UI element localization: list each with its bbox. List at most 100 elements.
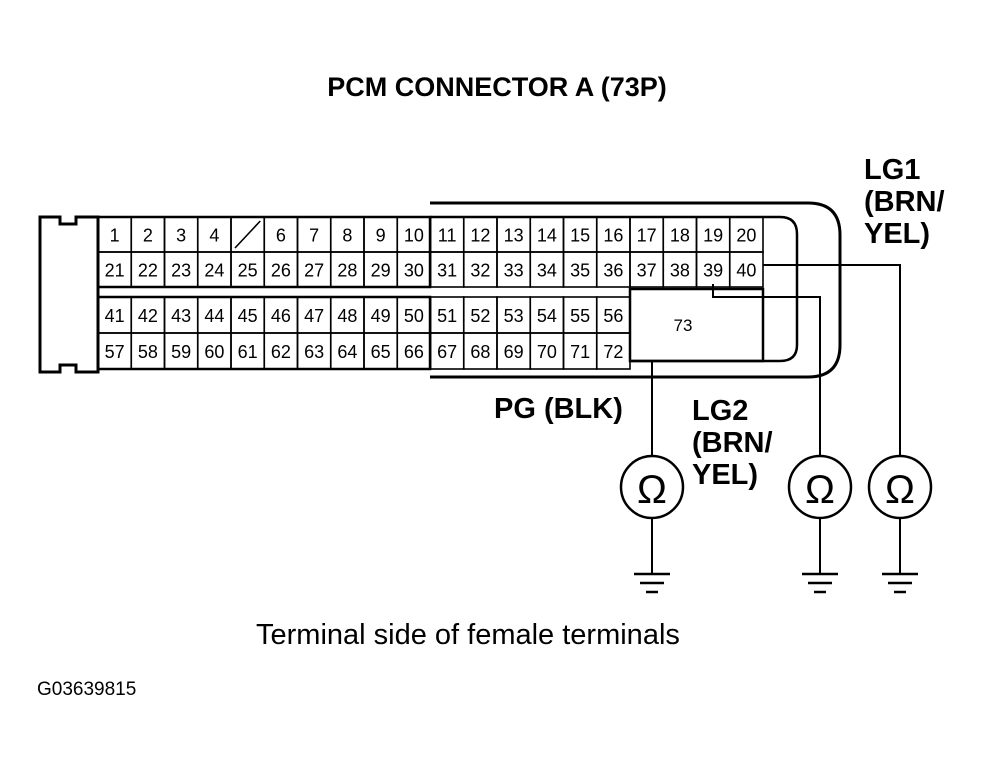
terminal-number: 43	[171, 306, 191, 326]
terminal-number: 52	[470, 306, 490, 326]
terminal-number: 69	[504, 342, 524, 362]
terminal-number: 32	[470, 261, 490, 281]
terminal-number: 49	[371, 306, 391, 326]
terminal-number: 2	[143, 226, 153, 246]
terminal-number: 4	[209, 226, 219, 246]
terminal-number: 7	[309, 226, 319, 246]
ground-icon	[882, 572, 918, 594]
terminal-number: 33	[504, 261, 524, 281]
terminal-number: 18	[670, 226, 690, 246]
terminal-number: 67	[437, 342, 457, 362]
terminal-number: 14	[537, 226, 557, 246]
terminal-number: 59	[171, 342, 191, 362]
ohm-icon: Ω	[637, 468, 667, 512]
terminal-number: 38	[670, 261, 690, 281]
terminal-number: 16	[603, 226, 623, 246]
terminal-number: 50	[404, 306, 424, 326]
terminal-number: 71	[570, 342, 590, 362]
terminal-number: 1	[110, 226, 120, 246]
terminal-number: 68	[470, 342, 490, 362]
terminal-number: 12	[470, 226, 490, 246]
terminal-number: 60	[204, 342, 224, 362]
lg2-wire-label: LG2 (BRN/ YEL)	[692, 395, 773, 491]
lg2-wire	[712, 284, 821, 456]
lg2-label-line: YEL)	[692, 459, 759, 491]
terminal-number: 34	[537, 261, 557, 281]
terminal-number: 44	[204, 306, 224, 326]
terminal-number: 29	[371, 261, 391, 281]
pg-wire-label: PG (BLK)	[494, 393, 623, 425]
terminal-number: 63	[304, 342, 324, 362]
terminal-number: 36	[603, 261, 623, 281]
terminal-number: 37	[637, 261, 657, 281]
terminal-number: 62	[271, 342, 291, 362]
terminal-number: 26	[271, 261, 291, 281]
connector-inner-shroud	[430, 215, 799, 363]
terminal-number: 11	[438, 226, 457, 246]
terminal-number: 54	[537, 306, 557, 326]
terminal-number: 28	[337, 261, 357, 281]
terminal-number: 51	[437, 306, 457, 326]
terminal-number: 70	[537, 342, 557, 362]
terminal-number: 19	[703, 226, 723, 246]
terminal-number: 46	[271, 306, 291, 326]
terminal-number: 39	[703, 261, 723, 281]
terminal-number: 55	[570, 306, 590, 326]
unused-terminal-slash	[234, 220, 261, 249]
terminal-number: 6	[276, 226, 286, 246]
terminal-number: 20	[736, 226, 756, 246]
terminal-number: 25	[238, 261, 258, 281]
terminal-73-label: 73	[674, 316, 693, 335]
terminal-number: 15	[570, 226, 590, 246]
terminal-number: 47	[304, 306, 324, 326]
terminal-number: 64	[337, 342, 357, 362]
terminal-number: 58	[138, 342, 158, 362]
terminal-number: 65	[371, 342, 391, 362]
lg1-label-line: (BRN/	[864, 186, 945, 218]
terminal-number: 13	[504, 226, 524, 246]
terminal-number: 40	[736, 261, 756, 281]
lg1-wire-label: LG1 (BRN/ YEL)	[864, 154, 945, 250]
ground-icon	[634, 572, 670, 594]
terminal-number: 22	[138, 261, 158, 281]
terminal-number: 8	[342, 226, 352, 246]
terminal-number: 61	[238, 342, 258, 362]
terminal-cell	[728, 251, 764, 288]
ohmmeter-lg1: Ω	[867, 454, 933, 574]
terminal-cell	[595, 332, 631, 370]
terminal-number: 48	[337, 306, 357, 326]
terminal-number: 42	[138, 306, 158, 326]
terminal-number: 9	[376, 226, 386, 246]
ohm-icon: Ω	[805, 468, 835, 512]
terminal-number: 56	[603, 306, 623, 326]
terminal-number: 24	[204, 261, 224, 281]
terminal-number: 72	[603, 342, 623, 362]
ohmmeter-lg2: Ω	[787, 454, 853, 574]
diagram-title: PCM CONNECTOR A (73P)	[327, 72, 667, 102]
connector-housing	[38, 215, 100, 374]
terminal-number: 66	[404, 342, 424, 362]
terminal-number: 45	[238, 306, 258, 326]
lg1-wire	[763, 264, 901, 456]
terminal-number: 3	[176, 226, 186, 246]
figure-code: G03639815	[37, 679, 137, 700]
ohmmeter-pg: Ω	[619, 454, 685, 574]
terminal-number: 10	[404, 226, 424, 246]
terminal-number: 53	[504, 306, 524, 326]
lg2-label-line: LG2	[692, 395, 749, 427]
terminal-number: 41	[105, 306, 125, 326]
terminal-number: 17	[637, 226, 657, 246]
lg1-label-line: YEL)	[864, 218, 931, 250]
lg1-label-line: LG1	[864, 154, 921, 186]
diagram-caption: Terminal side of female terminals	[256, 619, 680, 651]
terminal-number: 57	[105, 342, 125, 362]
terminal-number: 30	[404, 261, 424, 281]
terminal-number: 35	[570, 261, 590, 281]
ohm-icon: Ω	[885, 468, 915, 512]
terminal-number: 31	[437, 261, 457, 281]
terminal-number: 27	[304, 261, 324, 281]
lg2-label-line: (BRN/	[692, 427, 773, 459]
terminal-number: 21	[105, 261, 125, 281]
